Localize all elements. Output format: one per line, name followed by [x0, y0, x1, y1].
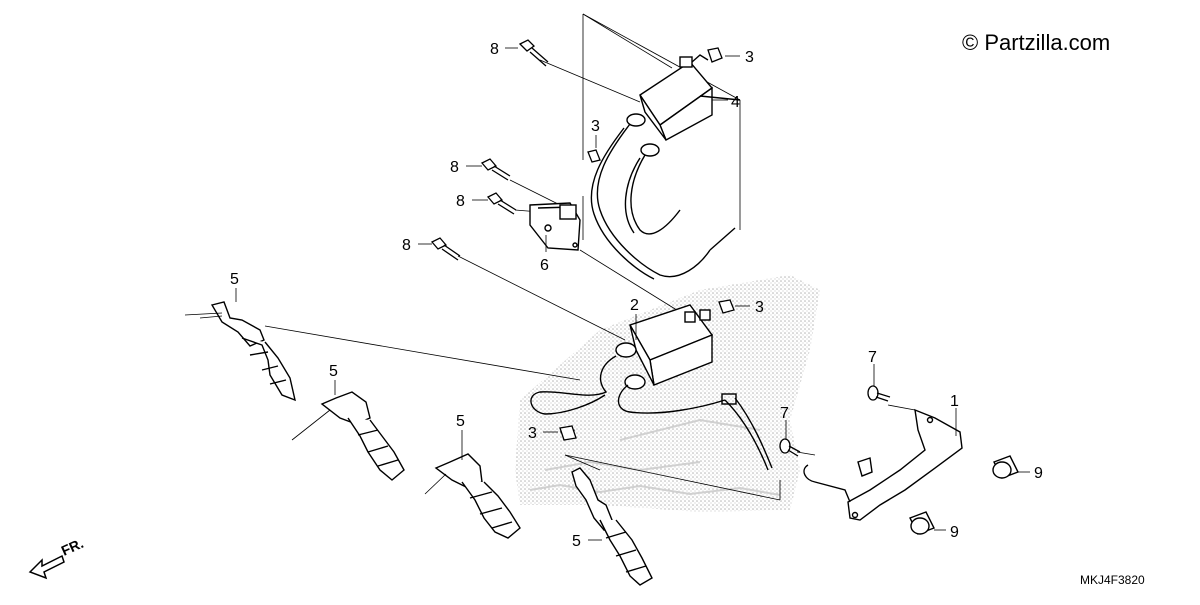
front-arrow-icon — [28, 554, 65, 580]
callout-1: 1 — [950, 393, 959, 410]
callout-4: 4 — [731, 94, 740, 111]
callout-3: 3 — [591, 118, 600, 135]
clip-3b — [587, 149, 601, 163]
bolt-8c — [486, 192, 517, 215]
bolt-8b — [480, 158, 511, 181]
callout-5: 5 — [456, 413, 465, 430]
clip-3a — [707, 47, 723, 63]
frame-faint-outline — [529, 418, 781, 496]
frame-shading — [515, 275, 820, 512]
callout-8: 8 — [450, 159, 459, 176]
plug-cap-5a — [210, 301, 296, 402]
callout-2: 2 — [630, 297, 639, 314]
clip-3d — [559, 425, 577, 441]
watermark: © Partzilla.com — [962, 30, 1111, 55]
rubber-9a — [992, 455, 1019, 479]
diagram-code: MKJ4F3820 — [1080, 573, 1145, 587]
callout-8: 8 — [490, 41, 499, 58]
callout-5: 5 — [329, 363, 338, 380]
bolt-8a — [518, 39, 549, 67]
cap-arrows — [184, 312, 447, 495]
callout-7: 7 — [780, 405, 789, 422]
callout-8: 8 — [456, 193, 465, 210]
callout-3: 3 — [745, 49, 754, 66]
bracket-6 — [529, 202, 581, 251]
clip-3c — [718, 299, 735, 314]
lower-coil-cables — [530, 355, 773, 471]
callout-8: 8 — [402, 237, 411, 254]
callout-labels: 8 3 4 3 8 8 6 8 5 2 3 5 7 1 7 3 5 9 5 — [230, 41, 1043, 550]
ignition-coil-upper — [626, 54, 741, 157]
callout-7: 7 — [868, 349, 877, 366]
callout-5: 5 — [230, 271, 239, 288]
callout-6: 6 — [540, 257, 549, 274]
bolt-8d — [430, 237, 461, 261]
upper-coil-cables — [590, 123, 736, 280]
rubber-9b — [909, 511, 935, 535]
plug-cap-5d — [571, 467, 653, 586]
callout-3: 3 — [755, 299, 764, 316]
callout-9: 9 — [1034, 465, 1043, 482]
screw-7a — [867, 385, 891, 402]
callout-9: 9 — [950, 524, 959, 541]
ignition-coil-lower — [615, 304, 714, 390]
plug-cap-5b — [320, 391, 405, 481]
screw-7b — [779, 438, 801, 457]
callout-3: 3 — [528, 425, 537, 442]
front-indicator-label: FR. — [59, 535, 86, 559]
callout-5: 5 — [572, 533, 581, 550]
plug-cap-5c — [434, 453, 521, 539]
stay-bracket-1 — [803, 408, 963, 521]
